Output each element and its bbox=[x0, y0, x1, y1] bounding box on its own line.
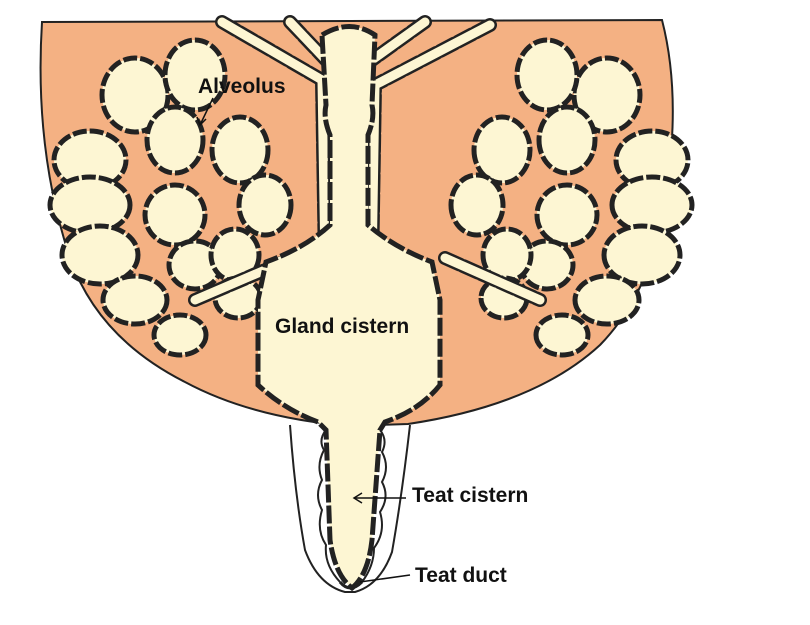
teat-cistern-wall-left bbox=[317, 429, 341, 583]
pointer-arrows bbox=[196, 97, 411, 583]
teat-cistern-wall-right bbox=[361, 429, 387, 583]
label-teat-duct: Teat duct bbox=[415, 564, 507, 587]
teat bbox=[289, 424, 411, 593]
teat-duct bbox=[338, 580, 364, 590]
gland-cistern bbox=[255, 24, 443, 592]
label-gland-cistern: Gland cistern bbox=[275, 315, 409, 338]
label-alveolus: Alveolus bbox=[198, 75, 286, 98]
label-teat-cistern: Teat cistern bbox=[412, 484, 528, 507]
